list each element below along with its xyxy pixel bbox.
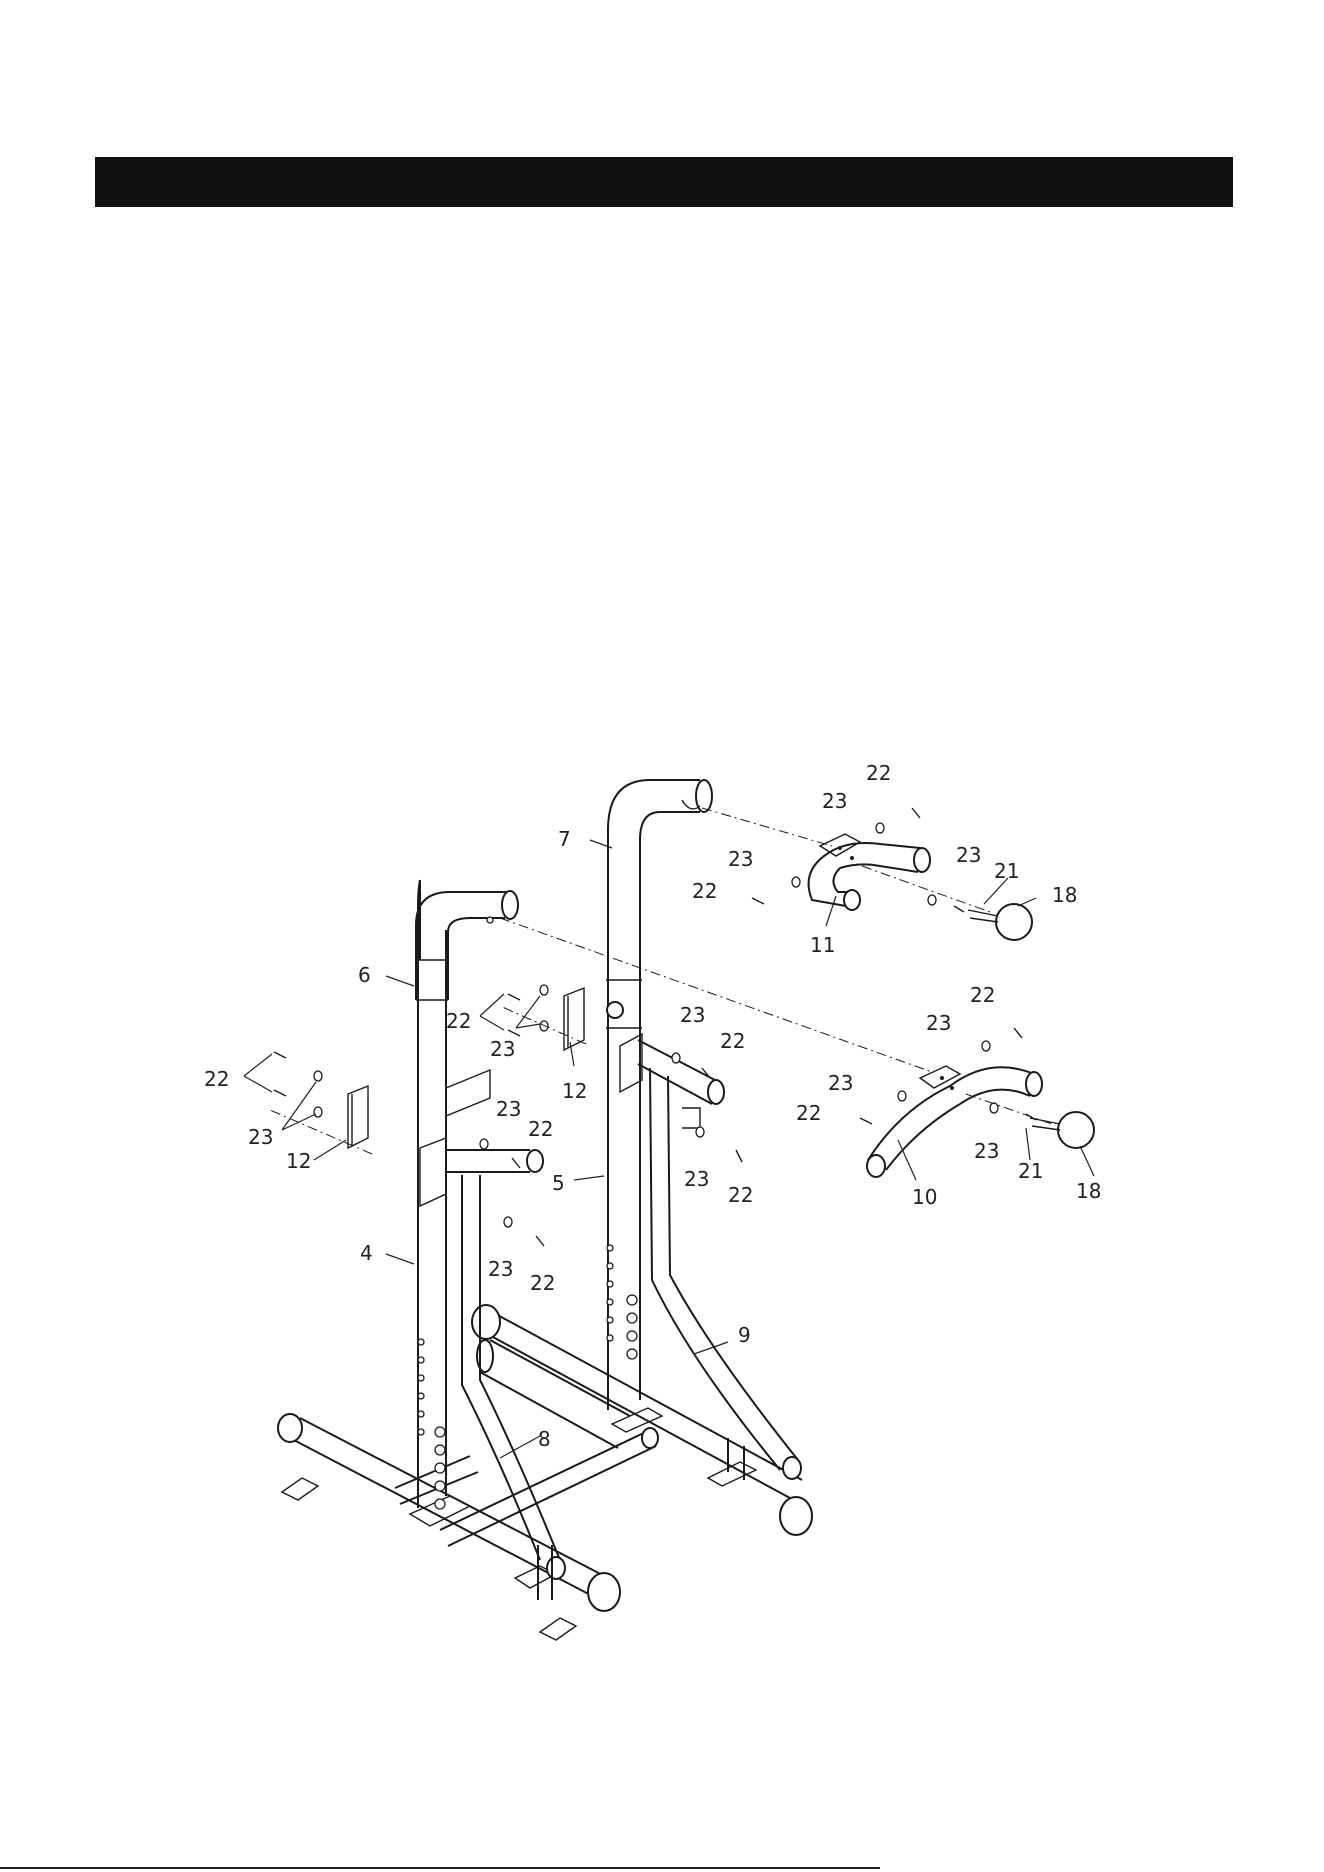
label-part-7: 7: [558, 827, 571, 851]
label-part-18-lower: 18: [1076, 1179, 1101, 1203]
label-bolt-22: 22: [528, 1117, 553, 1141]
label-washer-23: 23: [496, 1097, 521, 1121]
label-washer-23: 23: [490, 1037, 515, 1061]
label-bolt-22: 22: [530, 1271, 555, 1295]
label-washer-23: 23: [248, 1125, 273, 1149]
label-bolt-22: 22: [866, 761, 891, 785]
label-part-21-upper: 21: [994, 859, 1019, 883]
label-part-10: 10: [912, 1185, 937, 1209]
knob-upper: [968, 904, 1032, 940]
arm-9: [620, 1034, 801, 1480]
bracket-plate-left: [348, 1086, 368, 1148]
dip-handle-10: [867, 1066, 1042, 1177]
label-part-8: 8: [538, 1427, 551, 1451]
label-washer-23: 23: [680, 1003, 705, 1027]
label-part-9: 9: [738, 1323, 751, 1347]
label-bolt-22: 22: [796, 1101, 821, 1125]
bracket-plate-right: [564, 988, 584, 1050]
hardware: [274, 808, 1036, 1246]
label-part-5: 5: [552, 1171, 565, 1195]
label-part-6: 6: [358, 963, 371, 987]
label-washer-23: 23: [728, 847, 753, 871]
label-washer-23: 23: [974, 1139, 999, 1163]
label-bolt-22: 22: [446, 1009, 471, 1033]
left-tower: [416, 880, 518, 1509]
base-frame: [278, 1305, 812, 1640]
label-washer-23: 23: [956, 843, 981, 867]
label-bolt-22: 22: [720, 1029, 745, 1053]
label-washer-23: 23: [926, 1011, 951, 1035]
label-washer-23: 23: [822, 789, 847, 813]
knob-lower: [1030, 1112, 1094, 1148]
label-part-11: 11: [810, 933, 835, 957]
label-part-21-lower: 21: [1018, 1159, 1043, 1183]
label-washer-23: 23: [488, 1257, 513, 1281]
label-bolt-22: 22: [204, 1067, 229, 1091]
label-washer-23: 23: [684, 1167, 709, 1191]
label-part-12-left: 12: [286, 1149, 311, 1173]
part-labels: 4 5 6 7 8 9 10 11 12 12 18 18 21 21 22 2…: [204, 761, 1101, 1451]
label-bolt-22: 22: [692, 879, 717, 903]
label-bolt-22: 22: [970, 983, 995, 1007]
footer-rule: [0, 1867, 880, 1869]
label-part-12-right: 12: [562, 1079, 587, 1103]
label-washer-23: 23: [828, 1071, 853, 1095]
label-part-18-upper: 18: [1052, 883, 1077, 907]
label-bolt-22: 22: [728, 1183, 753, 1207]
alignment-lines: [270, 808, 1052, 1154]
label-part-4: 4: [360, 1241, 373, 1265]
dip-handle-11: [809, 834, 930, 910]
